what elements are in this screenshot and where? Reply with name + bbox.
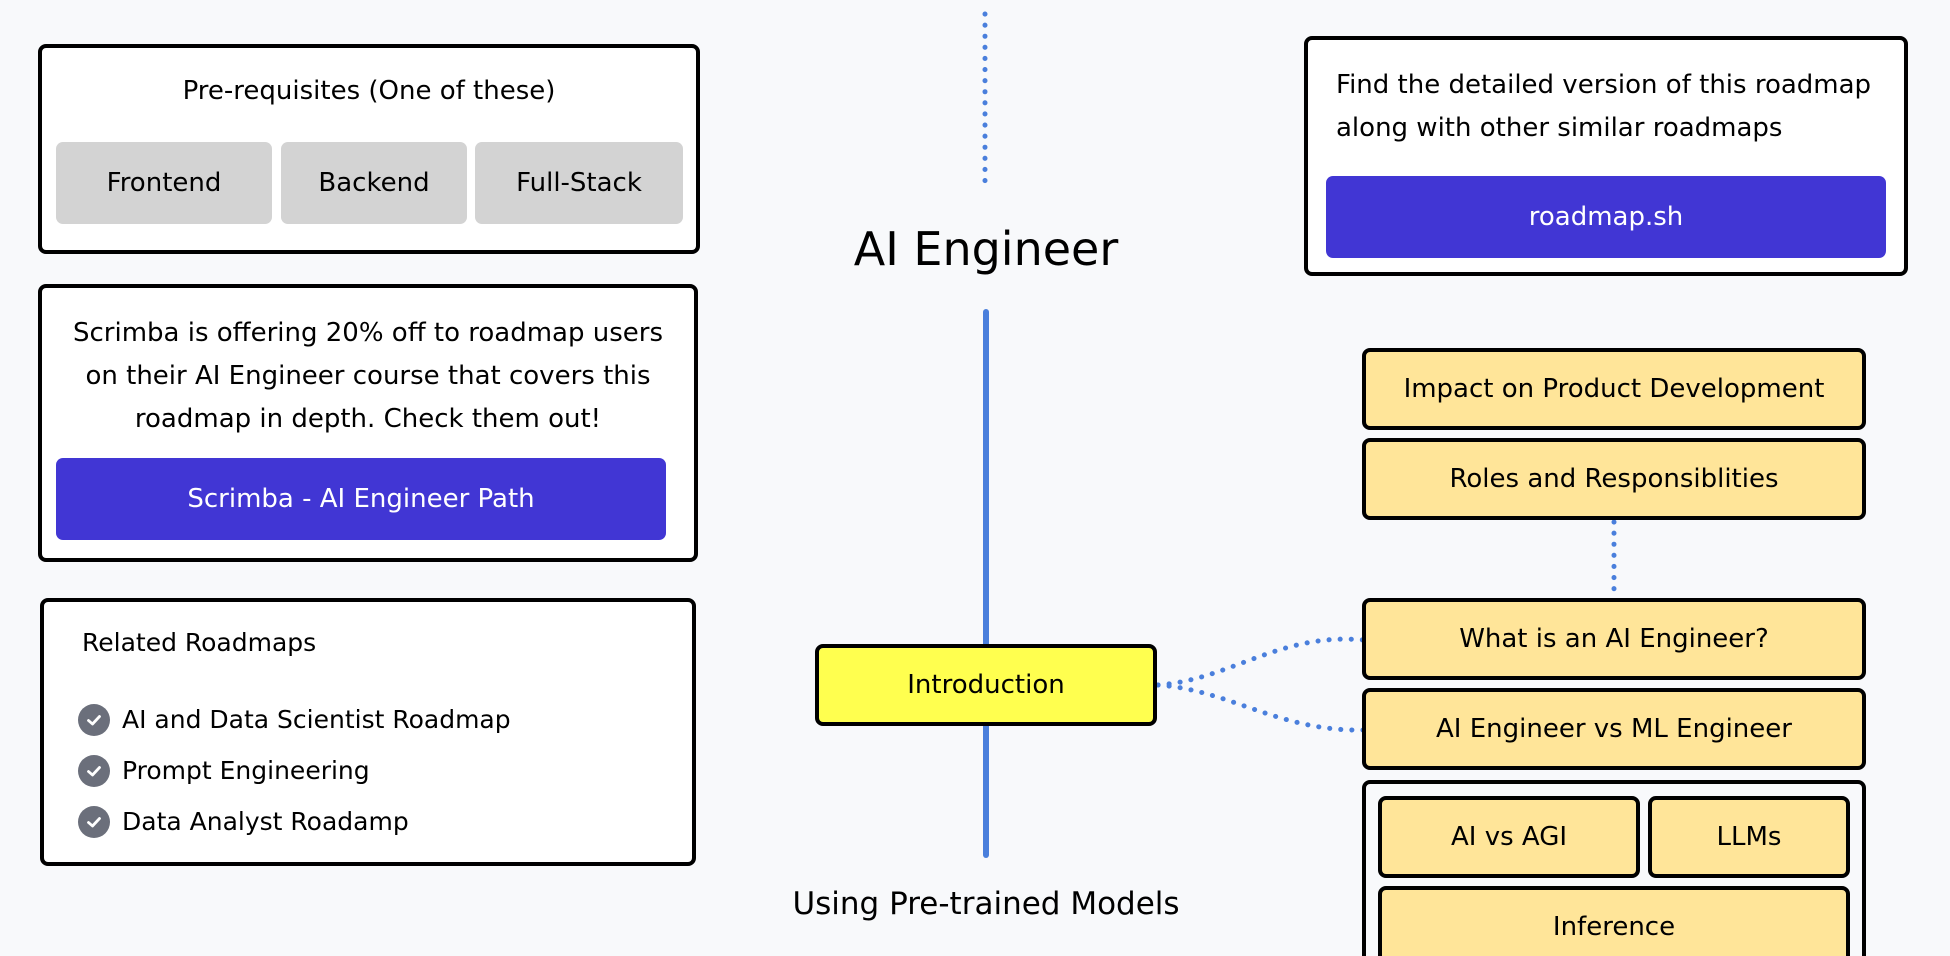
roadmap-sh-button[interactable]: roadmap.sh [1326, 176, 1886, 258]
promo-line-3: roadmap in depth. Check them out! [134, 404, 602, 434]
subtopic-roles-and-responsibilities[interactable]: Roles and Responsiblities [1362, 438, 1866, 520]
prerequisites-title: Pre-requisites (One of these) [182, 76, 556, 106]
subtopic-inference[interactable]: Inference [1378, 886, 1850, 956]
detailed-version-text: Find the detailed version of this roadma… [1336, 64, 1871, 150]
promo-line-1: Scrimba is offering 20% off to roadmap u… [72, 318, 663, 348]
detailed-version-line-1: Find the detailed version of this roadma… [1336, 70, 1872, 100]
prerequisite-full-stack[interactable]: Full-Stack [475, 142, 683, 224]
dotted-connector-intro-whatis [1155, 636, 1367, 688]
dotted-connector-intro-vsml [1155, 682, 1367, 733]
topic-introduction[interactable]: Introduction [815, 644, 1157, 726]
subtopic-what-is-an-ai-engineer[interactable]: What is an AI Engineer? [1362, 598, 1866, 680]
check-circle-icon [78, 805, 110, 838]
subtopic-llms[interactable]: LLMs [1648, 796, 1850, 878]
related-roadmap-item[interactable]: Prompt Engineering [78, 745, 511, 796]
subtopic-group-concepts [1362, 780, 1866, 956]
related-roadmap-item[interactable]: AI and Data Scientist Roadmap [78, 694, 511, 745]
scrimba-promo-text: Scrimba is offering 20% off to roadmap u… [42, 312, 694, 441]
subtopic-ai-vs-agi[interactable]: AI vs AGI [1378, 796, 1640, 878]
scrimba-promo-card: Scrimba is offering 20% off to roadmap u… [38, 284, 698, 562]
detailed-version-line-2: along with other similar roadmaps [1336, 113, 1783, 143]
related-roadmap-label: Data Analyst Roadamp [122, 807, 409, 836]
related-roadmap-item[interactable]: Data Analyst Roadamp [78, 796, 511, 847]
related-roadmap-label: Prompt Engineering [122, 756, 370, 785]
related-roadmaps-card: Related Roadmaps AI and Data Scientist R… [40, 598, 696, 866]
subtopic-ai-engineer-vs-ml-engineer[interactable]: AI Engineer vs ML Engineer [1362, 688, 1866, 770]
subtopic-impact-on-product-development[interactable]: Impact on Product Development [1362, 348, 1866, 430]
related-roadmap-label: AI and Data Scientist Roadmap [122, 705, 511, 734]
promo-line-2: on their AI Engineer course that covers … [85, 361, 651, 391]
check-circle-icon [78, 754, 110, 787]
related-roadmaps-list: AI and Data Scientist Roadmap Prompt Eng… [78, 694, 511, 847]
prerequisite-backend[interactable]: Backend [281, 142, 467, 224]
check-circle-icon [78, 703, 110, 736]
prerequisites-card: Pre-requisites (One of these) Frontend B… [38, 44, 700, 254]
related-roadmaps-title: Related Roadmaps [82, 628, 317, 657]
section-heading-pretrained-models: Using Pre-trained Models [792, 886, 1180, 922]
scrimba-ai-engineer-path-button[interactable]: Scrimba - AI Engineer Path [56, 458, 666, 540]
detailed-version-card: Find the detailed version of this roadma… [1304, 36, 1908, 276]
roadmap-title: AI Engineer [853, 222, 1119, 276]
prerequisite-frontend[interactable]: Frontend [56, 142, 272, 224]
